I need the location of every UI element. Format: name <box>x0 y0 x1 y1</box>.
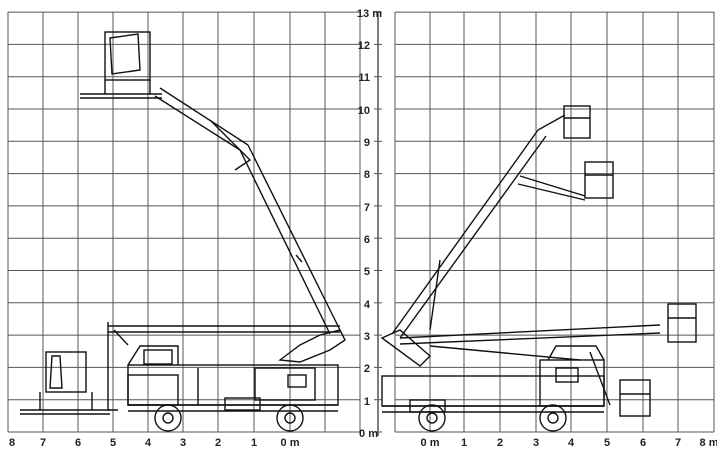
height-label: 9 <box>364 137 370 149</box>
reach-label: 2 <box>215 437 221 449</box>
height-label: 2 <box>364 363 370 375</box>
reach-label: 3 <box>533 437 539 449</box>
height-label: 4 <box>364 299 371 311</box>
reach-label: 1 <box>461 437 467 449</box>
grid <box>7 11 715 436</box>
height-label: 5 <box>364 266 370 278</box>
reach-label: 2 <box>497 437 503 449</box>
height-label: 7 <box>364 202 370 214</box>
right-truck <box>380 105 697 432</box>
wheel-icon <box>539 404 567 432</box>
reach-label: 7 <box>40 437 46 449</box>
reach-label: 8 <box>9 437 15 449</box>
reach-label: 6 <box>75 437 81 449</box>
reach-label: 0 m <box>281 437 300 449</box>
height-label: 12 <box>358 40 370 52</box>
height-label: 1 <box>364 396 370 408</box>
wheel-icon <box>418 404 446 432</box>
reach-label: 6 <box>640 437 646 449</box>
height-label: 8 <box>364 169 370 181</box>
height-label: 6 <box>364 234 370 246</box>
height-label: 13 m <box>357 8 382 20</box>
platform-basket <box>667 303 697 343</box>
height-label: 11 <box>358 72 370 84</box>
reach-label: 0 m <box>421 437 440 449</box>
height-label: 10 <box>358 105 370 117</box>
height-scale: 0 m 1 2 3 4 5 6 7 8 9 10 11 12 13 m <box>357 8 382 440</box>
reach-label: 8 m <box>700 437 717 449</box>
reach-label: 4 <box>145 437 152 449</box>
left-reach-scale: 8 7 6 5 4 3 2 1 0 m <box>9 437 300 449</box>
reach-label: 7 <box>675 437 681 449</box>
height-label: 3 <box>364 331 370 343</box>
wheel-icon <box>276 404 304 432</box>
height-label: 0 m <box>359 428 378 440</box>
right-reach-scale: 0 m 1 2 3 4 5 6 7 8 m <box>421 437 717 449</box>
platform-basket <box>619 379 651 417</box>
platform-basket <box>584 161 614 199</box>
wheel-icon <box>154 404 182 432</box>
platform-basket <box>563 105 591 139</box>
reach-label: 3 <box>180 437 186 449</box>
left-truck <box>20 31 346 432</box>
reach-label: 5 <box>110 437 116 449</box>
reach-label: 4 <box>568 437 575 449</box>
reach-label: 5 <box>604 437 610 449</box>
reach-label: 1 <box>251 437 257 449</box>
